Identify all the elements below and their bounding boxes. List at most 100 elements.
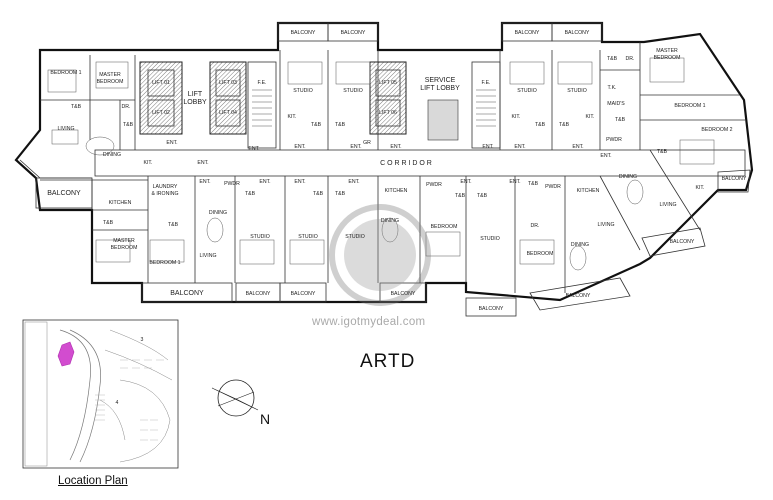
label-balcony: BALCONY (565, 30, 590, 36)
label-tb: T&B (559, 122, 570, 128)
label-master: MASTER (656, 48, 678, 54)
label-pwdr: PWDR (545, 184, 561, 190)
label-ent: ENT. (348, 179, 359, 185)
lot-label: 4 (116, 400, 119, 406)
label-ent: ENT. (259, 179, 270, 185)
label-dining: DINING (381, 218, 399, 224)
label-bedroom1: BEDROOM 1 (50, 70, 81, 76)
label-fe: F.E. (482, 80, 491, 86)
label-tb: T&B (168, 222, 179, 228)
label-balcony: BALCONY (670, 239, 695, 245)
label-balcony: BALCONY (566, 293, 591, 299)
location-plan: 3 4 (22, 319, 179, 469)
label-bedroom: BEDROOM (111, 245, 138, 251)
label-tb: T&B (607, 56, 618, 62)
label-dining: DINING (103, 152, 121, 158)
label-kit: KIT. (288, 114, 297, 120)
label-gr: GR (363, 140, 371, 146)
watermark-stamp (329, 204, 431, 306)
label-dining: DINING (619, 174, 637, 180)
label-kit: KIT. (696, 185, 705, 191)
furniture (47, 57, 715, 271)
label-ent: ENT. (514, 144, 525, 150)
label-lift04: LIFT 04 (219, 110, 237, 116)
label-lift01: LIFT 01 (152, 80, 170, 86)
label-lift: LIFT (188, 91, 203, 98)
label-balcony: BALCONY (47, 190, 81, 197)
location-plan-caption: Location Plan (58, 475, 128, 487)
label-pwdr: PWDR (606, 137, 622, 143)
label-balcony: BALCONY (515, 30, 540, 36)
label-pwdr: PWDR (224, 181, 240, 187)
label-ent: ENT. (294, 144, 305, 150)
label-tk: T.K. (608, 85, 617, 91)
label-balcony: BALCONY (341, 30, 366, 36)
label-service-lobby: LIFT LOBBY (420, 85, 460, 92)
label-dr: DR. (531, 223, 540, 229)
label-tb: T&B (103, 220, 114, 226)
label-tb: T&B (615, 117, 626, 123)
label-ent: ENT. (197, 160, 208, 166)
label-master: MASTER (99, 72, 121, 78)
lot-label: 3 (141, 337, 144, 343)
label-bedroom1: BEDROOM 1 (149, 260, 180, 266)
label-balcony: BALCONY (391, 291, 416, 297)
label-pwdr: PWDR (426, 182, 442, 188)
label-lift05: LIFT 05 (379, 80, 397, 86)
label-tb: T&B (455, 193, 466, 199)
label-lift06: LIFT 06 (379, 110, 397, 116)
label-lift02: LIFT 02 (152, 110, 170, 116)
label-studio: STUDIO (345, 234, 365, 240)
label-dining: DINING (209, 210, 227, 216)
label-tb: T&B (123, 122, 134, 128)
label-bedroom: BEDROOM (654, 55, 681, 61)
label-service: SERVICE (425, 77, 456, 84)
label-kitchen: KITCHEN (109, 200, 132, 206)
label-tb: T&B (335, 191, 346, 197)
label-balcony: BALCONY (170, 290, 204, 297)
balconies (35, 22, 751, 317)
partitions (40, 42, 745, 293)
label-kit: KIT. (512, 114, 521, 120)
label-kit: KIT. (144, 160, 153, 166)
label-studio: STUDIO (517, 88, 537, 94)
label-ent: ENT. (572, 144, 583, 150)
label-studio: STUDIO (293, 88, 313, 94)
label-dr: DR. (626, 56, 635, 62)
label-studio: STUDIO (343, 88, 363, 94)
label-balcony: BALCONY (722, 176, 747, 182)
cores (94, 61, 746, 177)
label-living: LIVING (199, 253, 216, 259)
label-living: LIVING (57, 126, 74, 132)
label-tb: T&B (477, 193, 488, 199)
label-tb: T&B (245, 191, 256, 197)
label-kitchen: KITCHEN (577, 188, 600, 194)
label-bedroom1: BEDROOM 1 (674, 103, 705, 109)
label-tb: T&B (535, 122, 546, 128)
label-bedroom: BEDROOM (97, 79, 124, 85)
label-balcony: BALCONY (246, 291, 271, 297)
label-maids: MAID'S (607, 101, 625, 107)
room-labels: BEDROOM 1 MASTER BEDROOM DR. T&B T&B LIV… (47, 30, 747, 312)
label-ent: ENT. (199, 179, 210, 185)
label-tb: T&B (311, 122, 322, 128)
label-living: LIVING (659, 202, 676, 208)
north-label: N (260, 411, 271, 427)
plan-title: ARTD (360, 351, 416, 372)
label-lift03: LIFT 03 (219, 80, 237, 86)
label-studio: STUDIO (250, 234, 270, 240)
label-master: MASTER (113, 238, 135, 244)
label-fe: F.E. (258, 80, 267, 86)
label-ent: ENT. (600, 153, 611, 159)
label-balcony: BALCONY (291, 291, 316, 297)
label-ent: ENT. (509, 179, 520, 185)
label-bedroom: BEDROOM (527, 251, 554, 257)
label-kitchen: KITCHEN (385, 188, 408, 194)
label-tb: T&B (657, 149, 668, 155)
stair-lines (252, 89, 496, 127)
label-living: LIVING (597, 222, 614, 228)
label-ent: ENT. (166, 140, 177, 146)
label-kit: KIT. (586, 114, 595, 120)
label-ironing: & IRONING (151, 191, 178, 197)
